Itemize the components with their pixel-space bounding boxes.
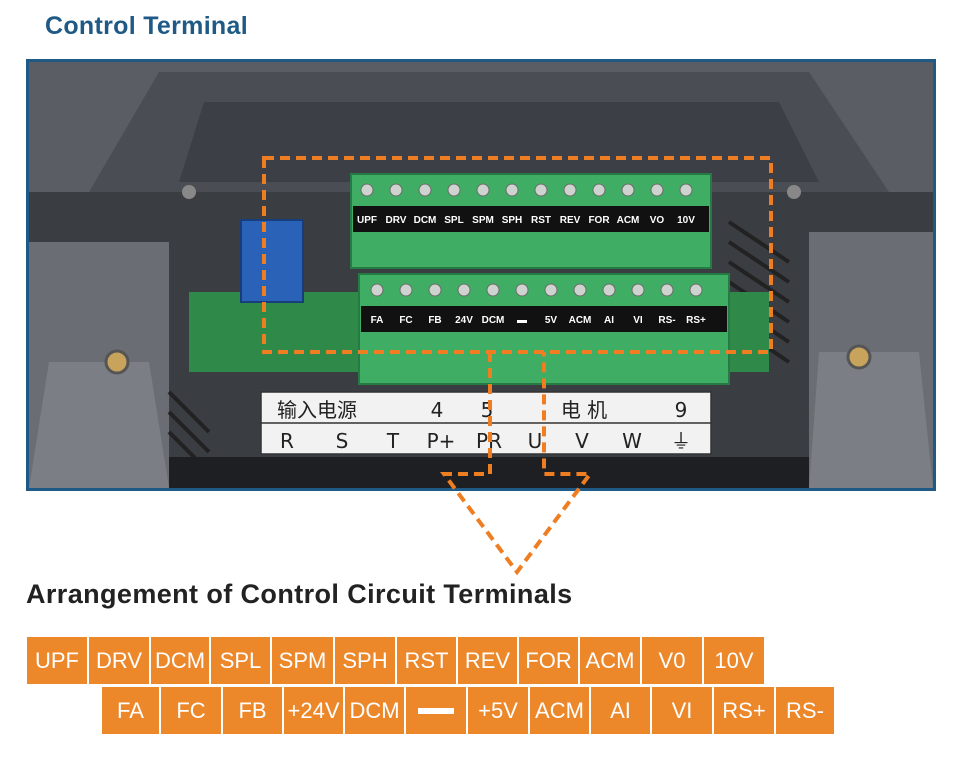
power-label-top: 电 机 — [561, 398, 607, 422]
terminal-cell: RST — [397, 637, 456, 684]
upper-terminal-label: ACM — [617, 215, 640, 226]
terminal-cell: SPM — [272, 637, 333, 684]
upper-terminal-label: 10V — [677, 215, 695, 226]
upper-terminal-label: REV — [560, 215, 581, 226]
upper-terminal-label: DRV — [386, 215, 407, 226]
terminal-cell: DCM — [151, 637, 209, 684]
power-label-bottom: R — [280, 429, 294, 453]
lower-terminal-label: AI — [604, 315, 614, 326]
power-label-top: 4 — [431, 398, 444, 422]
power-label-top: 输入电源 — [277, 398, 357, 422]
terminal-cell: FB — [223, 687, 282, 734]
lower-terminal-label: FA — [371, 315, 384, 326]
terminal-cell: 10V — [704, 637, 764, 684]
page-title: Control Terminal — [45, 12, 248, 40]
upper-terminal-label: VO — [650, 215, 665, 226]
terminal-row-upper: UPF DRV DCM SPL SPM SPH RST REV FOR ACM … — [27, 637, 764, 684]
power-label-bottom: W — [622, 429, 642, 453]
power-label-bottom: U — [528, 429, 543, 453]
lower-terminal-label: RS+ — [686, 315, 706, 326]
terminal-cell: FC — [161, 687, 221, 734]
upper-terminal-label: RST — [531, 215, 551, 226]
terminal-cell: AI — [591, 687, 650, 734]
upper-terminal-label: SPM — [472, 215, 494, 226]
terminal-cell: ACM — [530, 687, 589, 734]
power-label-bottom: PR — [476, 429, 502, 453]
terminal-cell: +24V — [284, 687, 343, 734]
terminal-cell: DCM — [345, 687, 404, 734]
terminal-cell: RS+ — [714, 687, 774, 734]
power-label-top: 9 — [675, 398, 688, 422]
power-label-bottom: P+ — [427, 429, 456, 453]
lower-terminal-label: 5V — [545, 315, 558, 326]
lower-terminal-label: FB — [428, 315, 441, 326]
terminal-cell: REV — [458, 637, 517, 684]
terminal-cell: RS- — [776, 687, 834, 734]
lower-terminal-label: 24V — [455, 315, 473, 326]
terminal-cell: FA — [102, 687, 159, 734]
terminal-cell: +5V — [468, 687, 528, 734]
section-heading: Arrangement of Control Circuit Terminals — [26, 579, 573, 609]
upper-terminal-label: SPH — [502, 215, 523, 226]
terminal-cell: SPL — [211, 637, 270, 684]
dash-icon — [418, 707, 454, 714]
upper-terminal-label: UPF — [357, 215, 377, 226]
terminal-cell: DRV — [89, 637, 149, 684]
terminal-cell: FOR — [519, 637, 578, 684]
power-label-bottom: S — [336, 429, 349, 453]
lower-terminal-label: FC — [399, 315, 412, 326]
terminal-photo: UPF DRV DCM SPL SPM SPH RST REV FOR ACM … — [26, 59, 936, 491]
terminal-cell: ACM — [580, 637, 640, 684]
terminal-cell-dash — [406, 687, 466, 734]
lower-terminal-label: DCM — [482, 315, 505, 326]
upper-terminal-label: SPL — [444, 215, 463, 226]
lower-terminal-label: ▬ — [517, 315, 527, 326]
upper-terminal-label: FOR — [588, 215, 610, 226]
lower-terminal-label: RS- — [658, 315, 675, 326]
upper-terminal-label: DCM — [414, 215, 437, 226]
terminal-row-lower: FA FC FB +24V DCM +5V ACM AI VI RS+ RS- — [102, 687, 834, 734]
terminal-cell: VI — [652, 687, 712, 734]
power-label-bottom: T — [386, 429, 400, 453]
lower-terminal-label: ACM — [569, 315, 592, 326]
power-label-bottom: V — [575, 429, 589, 453]
terminal-cell: UPF — [27, 637, 87, 684]
terminal-cell: SPH — [335, 637, 395, 684]
lower-terminal-label: VI — [633, 315, 643, 326]
power-label-top: 5 — [481, 398, 494, 422]
power-label-bottom: ⏚ — [671, 429, 691, 453]
terminal-cell: V0 — [642, 637, 702, 684]
